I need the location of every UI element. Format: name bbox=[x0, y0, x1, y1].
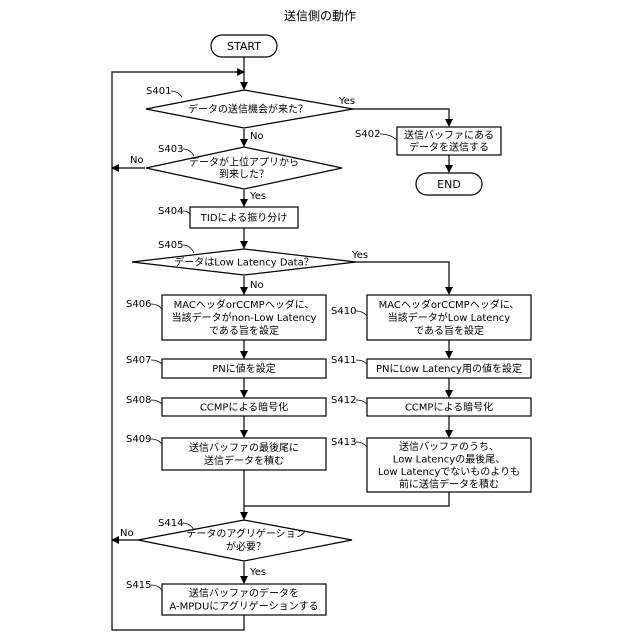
step-s406-box: MACヘッダorCCMPヘッダに、当該データがnon-Low Latencyであ… bbox=[162, 295, 326, 340]
s412-text: CCMPによる暗号化 bbox=[405, 401, 493, 414]
step-text-line: 送信バッファにある bbox=[404, 129, 494, 142]
step-text-line: TIDによる振り分け bbox=[200, 211, 287, 224]
s404-text: TIDによる振り分け bbox=[200, 211, 287, 224]
step-text-line: データのアグリゲーション bbox=[186, 527, 305, 540]
step-s413-box: 送信バッファのうち、Low Latencyの最後尾、Low Latencyでない… bbox=[367, 438, 531, 492]
s413-id: S413 bbox=[331, 437, 356, 448]
step-text-line: MACヘッダorCCMPヘッダに、 bbox=[379, 298, 520, 311]
s413-leader bbox=[356, 442, 367, 447]
step-text-line: PNに値を設定 bbox=[212, 362, 276, 375]
s403-yes-label: Yes bbox=[249, 191, 266, 202]
s415-text: 送信バッファのデータをA-MPDUにアグリゲーションする bbox=[169, 587, 318, 613]
s408-leader bbox=[151, 400, 162, 404]
step-text-line: CCMPによる暗号化 bbox=[200, 401, 288, 414]
end-label: END bbox=[437, 178, 461, 191]
step-text-line: データはLow Latency Data？ bbox=[174, 256, 313, 269]
s405-yes-label: Yes bbox=[351, 250, 368, 261]
step-text-line: 当該データがLow Latency bbox=[388, 311, 510, 324]
step-text-line: 送信バッファのデータを bbox=[189, 587, 299, 600]
s412-id: S412 bbox=[331, 395, 356, 406]
s410-id: S410 bbox=[331, 306, 356, 317]
step-text-line: Low Latencyの最後尾、 bbox=[393, 452, 505, 465]
step-text-line: が必要？ bbox=[226, 540, 266, 553]
s403-no-label: No bbox=[130, 155, 144, 166]
step-s410-box: MACヘッダorCCMPヘッダに、当該データがLow Latencyである旨を設… bbox=[367, 295, 531, 340]
s401-yes-label: Yes bbox=[338, 96, 355, 107]
s409-leader bbox=[151, 439, 162, 444]
step-text-line: データの送信機会が来た？ bbox=[188, 103, 308, 116]
step-text-line: 当該データがnon-Low Latency bbox=[172, 311, 317, 324]
step-s412-box: CCMPによる暗号化 bbox=[367, 398, 531, 416]
s409-text: 送信バッファの最後尾に送信データを積む bbox=[189, 441, 299, 467]
step-s405-decision: データはLow Latency Data？ bbox=[132, 249, 356, 275]
s404-leader bbox=[183, 211, 190, 214]
step-s407-box: PNに値を設定 bbox=[162, 359, 326, 378]
s414-no-label: No bbox=[120, 528, 134, 539]
s408-id: S408 bbox=[126, 395, 151, 406]
s414-yes-label: Yes bbox=[249, 567, 266, 578]
step-text-line: 送信バッファのうち、 bbox=[399, 440, 499, 453]
start-label: START bbox=[227, 40, 261, 53]
s401-id: S401 bbox=[146, 86, 171, 97]
s404-id: S404 bbox=[158, 206, 183, 217]
s412-leader bbox=[356, 400, 367, 404]
s410-leader bbox=[356, 311, 367, 316]
step-text-line: である旨を設定 bbox=[209, 324, 279, 337]
s407-leader bbox=[151, 360, 162, 364]
s402-leader bbox=[380, 134, 397, 140]
start-terminator: START bbox=[211, 35, 277, 57]
s415-leader bbox=[151, 585, 162, 590]
step-text-line: A-MPDUにアグリゲーションする bbox=[169, 600, 318, 613]
step-s411-box: PNにLow Latency用の値を設定 bbox=[367, 359, 531, 378]
s413-text: 送信バッファのうち、Low Latencyの最後尾、Low Latencyでない… bbox=[378, 440, 520, 491]
s411-leader bbox=[356, 360, 367, 364]
s401-no-label: No bbox=[250, 131, 264, 142]
s402-id: S402 bbox=[355, 129, 380, 140]
s403-leader bbox=[183, 149, 194, 156]
step-s408-box: CCMPによる暗号化 bbox=[162, 398, 326, 416]
step-text-line: CCMPによる暗号化 bbox=[405, 401, 493, 414]
diagram-title: 送信側の動作 bbox=[284, 8, 356, 23]
s406-leader bbox=[151, 304, 162, 309]
step-text-line: PNにLow Latency用の値を設定 bbox=[376, 362, 522, 375]
s401-text: データの送信機会が来た？ bbox=[188, 103, 308, 116]
step-s415-box: 送信バッファのデータをA-MPDUにアグリゲーションする bbox=[162, 584, 326, 615]
step-text-line: 送信バッファの最後尾に bbox=[189, 441, 299, 454]
s402-text: 送信バッファにあるデータを送信する bbox=[404, 129, 494, 154]
step-text-line: Low Latencyでないものよりも bbox=[378, 466, 520, 478]
s415-id: S415 bbox=[126, 580, 151, 591]
step-text-line: データを送信する bbox=[409, 141, 489, 154]
step-text-line: 到来した？ bbox=[219, 169, 269, 181]
step-text-line: 前に送信データを積む bbox=[399, 477, 499, 490]
step-text-line: である旨を設定 bbox=[414, 324, 484, 337]
s414-id: S414 bbox=[158, 518, 183, 529]
arrow-s405-yes bbox=[356, 262, 449, 294]
s406-id: S406 bbox=[126, 299, 151, 310]
s405-id: S405 bbox=[158, 240, 183, 251]
arrow-s413-merge bbox=[244, 492, 449, 506]
s411-id: S411 bbox=[331, 355, 356, 366]
step-s402-box: 送信バッファにあるデータを送信する bbox=[397, 127, 501, 155]
step-s404-box: TIDによる振り分け bbox=[190, 207, 298, 228]
s405-no-label: No bbox=[250, 280, 264, 291]
step-s409-box: 送信バッファの最後尾に送信データを積む bbox=[162, 438, 326, 470]
s408-text: CCMPによる暗号化 bbox=[200, 401, 288, 414]
step-text-line: データが上位アプリから bbox=[189, 156, 299, 169]
step-text-line: 送信データを積む bbox=[204, 454, 284, 467]
s409-id: S409 bbox=[126, 434, 151, 445]
end-terminator: END bbox=[416, 173, 482, 195]
step-s401-decision: データの送信機会が来た？ bbox=[146, 90, 353, 128]
arrow-s401-yes bbox=[353, 109, 449, 126]
s403-id: S403 bbox=[158, 144, 183, 155]
s411-text: PNにLow Latency用の値を設定 bbox=[376, 362, 522, 375]
s407-id: S407 bbox=[126, 355, 151, 366]
step-text-line: MACヘッダorCCMPヘッダに、 bbox=[174, 298, 315, 311]
s401-leader bbox=[171, 91, 182, 97]
s405-leader bbox=[183, 245, 194, 253]
s405-text: データはLow Latency Data？ bbox=[174, 256, 313, 269]
s407-text: PNに値を設定 bbox=[212, 362, 276, 375]
